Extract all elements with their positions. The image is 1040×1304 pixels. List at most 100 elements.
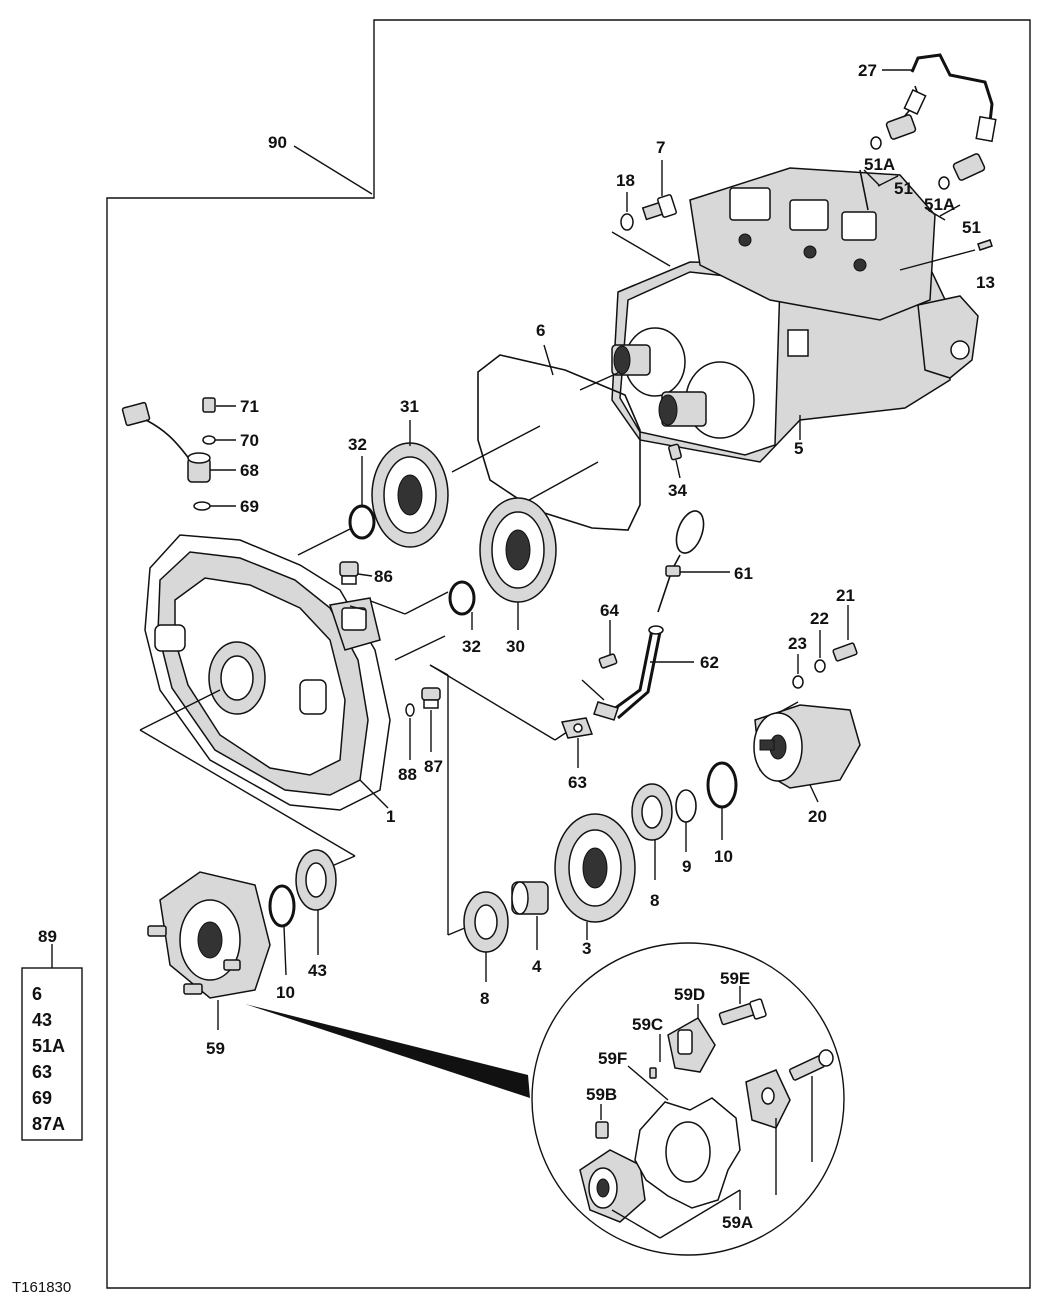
callout-59F: 59F [598, 1049, 627, 1068]
gear-31 [371, 442, 449, 548]
callout-59B: 59B [586, 1085, 617, 1104]
bearing-8a [631, 783, 673, 841]
callout-7: 7 [656, 138, 665, 157]
bearing-8b [463, 891, 509, 953]
callout-51A-2: 51A [924, 195, 955, 214]
callout-8a: 8 [650, 891, 659, 910]
callout-27: 27 [858, 61, 877, 80]
o-ring-88 [405, 703, 415, 717]
callout-51A-1: 51A [864, 155, 895, 174]
washer-22 [814, 659, 826, 673]
flange-62 [593, 701, 619, 721]
callout-89: 89 [38, 927, 57, 946]
callout-51-1: 51 [894, 179, 913, 198]
detail-pointer [245, 1004, 530, 1098]
kit-item: 69 [32, 1088, 52, 1108]
snap-ring-10b [268, 884, 296, 928]
gear-pump-20 [753, 704, 861, 789]
callout-32b: 32 [462, 637, 481, 656]
screw-64 [598, 653, 618, 669]
gear-30 [479, 497, 557, 603]
sensor-68 [121, 401, 211, 483]
pipe-27 [859, 53, 997, 211]
callout-10a: 10 [714, 847, 733, 866]
housing-1 [144, 534, 391, 811]
callout-63: 63 [568, 773, 587, 792]
callout-8b: 8 [480, 989, 489, 1008]
tube-62 [609, 625, 664, 720]
figure-id: T161830 [12, 1279, 71, 1296]
callout-4: 4 [532, 957, 542, 976]
gear-3 [554, 813, 636, 923]
jaw-59A [745, 1069, 791, 1129]
kit-item: 51A [32, 1036, 65, 1056]
callout-90: 90 [268, 133, 287, 152]
plug-86 [339, 561, 359, 585]
washer-70 [202, 435, 216, 445]
callout-59A: 59A [722, 1213, 753, 1232]
callout-88: 88 [398, 765, 417, 784]
snap-ring-10a [706, 761, 738, 809]
snap-ring-32b [448, 580, 476, 616]
callout-69: 69 [240, 497, 259, 516]
elbow-fittings [870, 114, 986, 190]
washer-23 [792, 675, 804, 689]
dipstick-61 [657, 510, 705, 613]
callout-86: 86 [374, 567, 393, 586]
capscrew-59E [718, 998, 767, 1026]
coupling-59 [147, 871, 271, 999]
callout-87: 87 [424, 757, 443, 776]
plug-87 [421, 687, 441, 709]
screw-13 [977, 239, 993, 251]
washer-18 [620, 213, 634, 231]
callout-59C: 59C [632, 1015, 663, 1034]
hub-4 [511, 881, 549, 915]
ring-9 [675, 789, 697, 823]
callout-59E: 59E [720, 969, 750, 988]
callout-70: 70 [240, 431, 259, 450]
kit-item: 63 [32, 1062, 52, 1082]
callout-32a: 32 [348, 435, 367, 454]
callout-5: 5 [794, 439, 803, 458]
callout-6: 6 [536, 321, 545, 340]
callout-51-2: 51 [962, 218, 981, 237]
callout-21: 21 [836, 586, 855, 605]
callout-34: 34 [668, 481, 687, 500]
spider-59F [634, 1097, 741, 1209]
screw-21 [832, 642, 858, 662]
callout-22: 22 [810, 609, 829, 628]
callout-62: 62 [700, 653, 719, 672]
callout-9: 9 [682, 857, 691, 876]
callout-1: 1 [386, 807, 395, 826]
callout-10b: 10 [276, 983, 295, 1002]
callout-64: 64 [600, 601, 619, 620]
bearing-43 [295, 849, 337, 911]
jaw-59D [667, 1016, 716, 1073]
callout-43: 43 [308, 961, 327, 980]
cap-screw-7 [641, 194, 677, 221]
pin-34 [668, 443, 682, 461]
setscrew-59B [595, 1121, 609, 1139]
hydraulic-pump [611, 167, 979, 463]
coupling-detail-circle [531, 942, 845, 1256]
callout-71: 71 [240, 397, 259, 416]
callout-31: 31 [400, 397, 419, 416]
callout-13: 13 [976, 273, 995, 292]
o-ring-69 [193, 501, 211, 511]
screw-71 [202, 397, 216, 413]
assembly-border [106, 19, 1031, 1289]
callout-20: 20 [808, 807, 827, 826]
snap-ring-32a [348, 504, 376, 540]
pin-59C [649, 1067, 657, 1079]
callout-59: 59 [206, 1039, 225, 1058]
detail-hub [579, 1149, 646, 1223]
callout-61: 61 [734, 564, 753, 583]
gasket-6 [477, 354, 641, 531]
callout-68: 68 [240, 461, 259, 480]
kit-item: 43 [32, 1010, 52, 1030]
callout-18: 18 [616, 171, 635, 190]
callout-23: 23 [788, 634, 807, 653]
kit-item: 6 [32, 984, 42, 1004]
